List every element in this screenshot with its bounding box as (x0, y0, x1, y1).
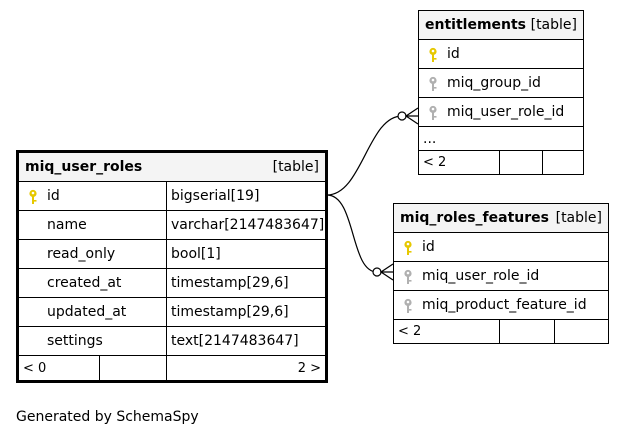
footer-right (542, 151, 583, 174)
table-kind: [table] (530, 17, 577, 33)
column-type: varchar[2147483647] (171, 217, 325, 233)
optional-marker-entitlements (397, 111, 407, 121)
column-type: bool[1] (171, 246, 221, 262)
footer-left: < 2 (423, 155, 447, 170)
table-footer: < 2 (419, 151, 583, 174)
column-row: miq_group_id (419, 69, 583, 98)
column-name: read_only (47, 246, 116, 262)
column-row: read_only bool[1] (19, 240, 325, 269)
column-row: id (419, 40, 583, 69)
table-miq-roles-features[interactable]: miq_roles_features [table] id miq_user_r… (393, 203, 609, 344)
column-name: id (47, 188, 60, 204)
footer-middle (99, 356, 166, 380)
table-header: miq_user_roles [table] (19, 153, 325, 182)
column-type: timestamp[29,6] (171, 275, 289, 291)
optional-marker-roles-features (372, 267, 382, 277)
foreign-key-icon (427, 105, 439, 121)
relation-to-roles-features (326, 194, 378, 273)
column-row: id (394, 233, 608, 262)
column-name: miq_user_role_id (447, 104, 565, 120)
primary-key-icon (402, 240, 414, 256)
footer-right: 2 > (166, 356, 325, 380)
column-name: id (422, 239, 435, 255)
column-name: updated_at (47, 304, 127, 320)
column-name: miq_group_id (447, 75, 541, 91)
crowsfoot-roles-features (379, 263, 394, 281)
footer-right (554, 320, 608, 343)
footer-left: < 2 (398, 324, 422, 339)
foreign-key-icon (402, 298, 414, 314)
column-row: miq_product_feature_id (394, 291, 608, 320)
primary-key-icon (27, 189, 39, 205)
crowsfoot-entitlements (404, 107, 419, 125)
column-row: id bigserial[19] (19, 182, 325, 211)
more-columns-ellipsis: ... (423, 130, 437, 147)
table-title: miq_roles_features (400, 210, 549, 226)
table-header: entitlements [table] (419, 11, 583, 40)
table-kind: [table] (555, 210, 602, 226)
column-name: miq_product_feature_id (422, 297, 587, 313)
column-name: miq_user_role_id (422, 268, 540, 284)
column-row: created_at timestamp[29,6] (19, 269, 325, 298)
table-title: entitlements (425, 17, 527, 33)
column-type: timestamp[29,6] (171, 304, 289, 320)
column-row: name varchar[2147483647] (19, 211, 325, 240)
column-row: updated_at timestamp[29,6] (19, 298, 325, 327)
table-header: miq_roles_features [table] (394, 204, 608, 233)
relation-to-entitlements (326, 115, 403, 196)
column-name: name (47, 217, 87, 233)
table-footer: < 2 (394, 320, 608, 343)
foreign-key-icon (402, 269, 414, 285)
column-row: miq_user_role_id (394, 262, 608, 291)
column-row: settings text[2147483647] (19, 327, 325, 356)
foreign-key-icon (427, 76, 439, 92)
column-name: id (447, 46, 460, 62)
primary-key-icon (427, 47, 439, 63)
table-miq-user-roles[interactable]: miq_user_roles [table] id bigserial[19] … (16, 150, 328, 383)
footer-left: < 0 (23, 360, 47, 376)
column-row: miq_user_role_id (419, 98, 583, 127)
column-name: created_at (47, 275, 122, 291)
footer-middle (499, 320, 554, 343)
table-kind: [table] (272, 159, 319, 175)
column-row: ... (419, 127, 583, 151)
table-title: miq_user_roles (25, 159, 143, 175)
column-type: bigserial[19] (171, 188, 260, 204)
table-entitlements[interactable]: entitlements [table] id miq_group_id miq… (418, 10, 584, 175)
generated-by-caption: Generated by SchemaSpy (16, 409, 199, 425)
column-name: settings (47, 333, 103, 349)
footer-middle (499, 151, 542, 174)
column-type: text[2147483647] (171, 333, 299, 349)
table-footer: < 0 2 > (19, 356, 325, 380)
